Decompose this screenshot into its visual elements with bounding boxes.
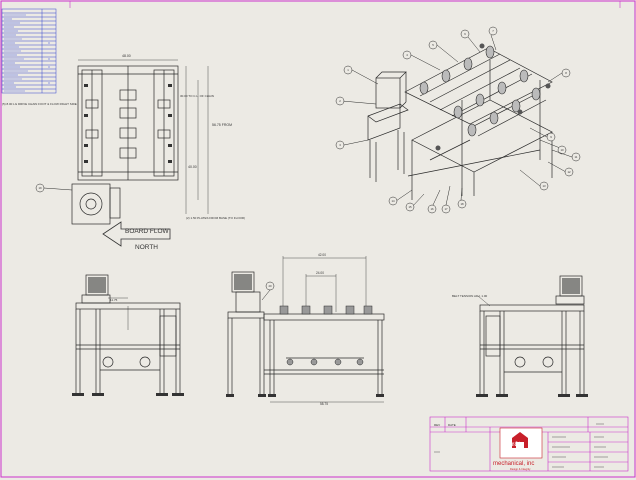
side-view-left xyxy=(75,274,181,395)
isometric-view xyxy=(367,47,553,200)
dim-inner: 40.00 xyxy=(188,165,197,169)
balloon-label: 12 xyxy=(567,170,571,174)
title-block xyxy=(429,416,629,472)
dim-front-span: 42.00 xyxy=(318,253,326,257)
logo-mark: r&t xyxy=(512,442,521,448)
plan-view xyxy=(71,59,209,225)
balloon-label: 7 xyxy=(492,29,494,33)
dim-side-small: 11.75 xyxy=(110,298,118,302)
balloon-label: 19 xyxy=(38,186,42,190)
balloon-label: 2 xyxy=(339,99,341,103)
front-rollers xyxy=(279,305,373,366)
balloon-label: 16 xyxy=(430,207,434,211)
tb-rev: REV xyxy=(434,423,440,427)
company-tagline: Design & Integrity xyxy=(510,467,531,471)
note-plan-bottom: (2) 1.50 PLATES FROM BASE (TO FLOOR) xyxy=(186,216,245,220)
note-plan-mid: 30.00 TO C.L. OF CHAIN xyxy=(180,94,214,98)
note-right-view: BELT TENSION ADJ. 1.00 xyxy=(452,294,488,298)
balloon-label: 13 xyxy=(542,184,546,188)
balloon-label: 18 xyxy=(460,202,464,206)
company-name: mechanical, inc xyxy=(493,461,534,467)
balloon-label: 14 xyxy=(391,199,395,203)
side-view-right xyxy=(477,275,585,396)
dim-right-height: 56.75 FROM xyxy=(212,123,232,127)
bom-table xyxy=(1,8,57,94)
balloon-label: 8 xyxy=(565,71,567,75)
balloon-label: 10 xyxy=(560,148,564,152)
balloon-label: 5 xyxy=(432,43,434,47)
balloon-label: 11 xyxy=(575,155,578,159)
balloon-label: 4 xyxy=(406,53,408,57)
front-view xyxy=(227,256,385,403)
company-logo xyxy=(499,427,543,459)
balloon-label: 3 xyxy=(339,143,341,147)
iso-rollers xyxy=(419,45,541,137)
balloon-label: 15 xyxy=(408,205,412,209)
balloon-label: 20 xyxy=(268,284,272,288)
board-flow-arrow-icon xyxy=(102,221,171,247)
balloon-label: 6 xyxy=(464,32,466,36)
north-label: NORTH xyxy=(135,244,158,251)
dim-front-inner: 24.00 xyxy=(316,271,324,275)
tb-date: DATE xyxy=(448,423,456,427)
dim-front-bottom: 58.75 xyxy=(320,402,328,406)
note-plan-left: (5) 8.00 LG DRIVE CHAIN FOOT & FLOW RIGH… xyxy=(2,102,77,106)
balloon-label: 1 xyxy=(347,68,349,72)
balloon-label: 17 xyxy=(444,207,448,211)
dim-top-width: 48.00 xyxy=(122,54,131,58)
balloon-label: 9 xyxy=(550,135,552,139)
iso-balloons xyxy=(35,26,581,301)
board-flow-label: BOARD FLOW xyxy=(125,228,170,235)
